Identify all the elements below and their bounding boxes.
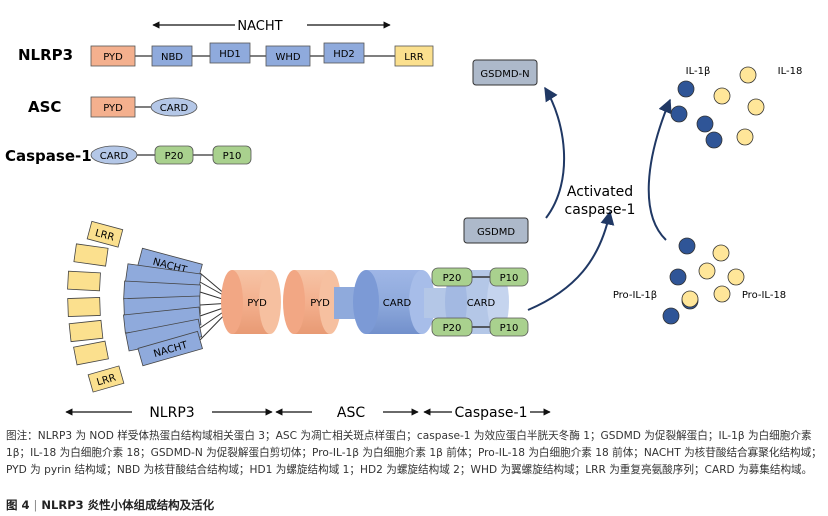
- figure-title: NLRP3 炎性小体组成结构及活化: [41, 498, 215, 512]
- nlrp3-hd1-label: HD1: [219, 49, 241, 60]
- gsdmd-n-label: GSDMD-N: [480, 69, 529, 80]
- nlrp3-pyd-domain: [90, 45, 136, 67]
- nlrp3-label: NLRP3: [18, 46, 73, 64]
- lrr-top-label: LRR: [94, 228, 116, 244]
- asc-pyd-label: PYD: [103, 103, 123, 114]
- nlrp3-whd-domain: [265, 45, 311, 67]
- il1b-label: IL-1β: [686, 66, 711, 77]
- assembly-p10-bottom-label: P10: [500, 323, 519, 334]
- gsdmd-box: [463, 217, 529, 244]
- activated-caspase1-line2: caspase-1: [565, 202, 636, 218]
- activation-arrow: [527, 210, 615, 311]
- assembly-p20-bottom: [431, 317, 473, 337]
- assembly-extent-labels: NLRP3 ASC Caspase-1: [65, 405, 551, 421]
- figure-label: 图 4: [6, 498, 30, 512]
- lrr-bottom-label: LRR: [96, 372, 118, 388]
- caspase1-label: Caspase-1: [5, 147, 92, 165]
- asc-card-cylinder: CARD: [353, 270, 435, 334]
- nlrp3-nbd-domain: [151, 45, 193, 67]
- lrr-fan: LRR LRR: [67, 220, 125, 393]
- caspase1-p10-label: P10: [223, 151, 242, 162]
- nlrp3-lrr-label: LRR: [404, 52, 424, 63]
- card-cylinder-label-2: CARD: [467, 298, 496, 309]
- mature-cytokine-dots: [670, 66, 765, 149]
- assembly-p20-top: [431, 267, 473, 287]
- assembly-p10-bottom: [489, 317, 529, 337]
- nacht-span-label: NACHT: [237, 19, 282, 34]
- caspase1-p20-domain: [154, 145, 194, 165]
- nlrp3-nbd-label: NBD: [161, 52, 183, 63]
- extent-caspase1-label: Caspase-1: [455, 405, 528, 421]
- assembly-p20-bottom-label: P20: [443, 323, 462, 334]
- nlrp3-lrr-domain: [394, 45, 434, 67]
- asc-card-domain: [150, 97, 198, 117]
- pyd-cylinder-label-2: PYD: [310, 298, 330, 309]
- pathway: GSDMD GSDMD-N Activated caspase-1 IL-1β …: [463, 59, 803, 325]
- nlrp3-inflammasome-diagram: NACHT NLRP3 PYD NBD HD1 WHD HD2 LRR ASC …: [5, 19, 803, 421]
- nlrp3-pyd-cylinder: PYD: [221, 270, 281, 334]
- pro-il1b-label: Pro-IL-1β: [613, 290, 657, 301]
- asc-pyd-cylinder: PYD: [283, 270, 341, 334]
- cleavage-arrow-gsdmd: [544, 86, 566, 219]
- nlrp3-hd1-domain: [209, 42, 251, 64]
- nlrp3-hd2-domain: [323, 42, 365, 64]
- extent-nlrp3-label: NLRP3: [149, 405, 194, 421]
- assembly-p10-top-label: P10: [500, 273, 519, 284]
- nacht-fan: NACHT NACHT: [123, 247, 203, 367]
- asc-label: ASC: [28, 98, 61, 116]
- assembly-p20-top-label: P20: [443, 273, 462, 284]
- nlrp3-hd2-label: HD2: [333, 49, 355, 60]
- nlrp3-whd-label: WHD: [275, 52, 300, 63]
- assembly-p10-top: [489, 267, 529, 287]
- caspase1-card-label: CARD: [100, 151, 129, 162]
- inflammasome-assembly: NACHT NACHT LRR LRR: [67, 220, 529, 393]
- nlrp3-pyd-label: PYD: [103, 52, 123, 63]
- asc-domain-map: ASC PYD CARD: [28, 96, 198, 118]
- asc-card-label: CARD: [160, 103, 189, 114]
- caspase1-card-domain: [90, 145, 138, 165]
- pro-il18-label: Pro-IL-18: [742, 290, 786, 301]
- cleavage-arrow-cytokines: [647, 98, 672, 241]
- nlrp3-domain-map: NLRP3 PYD NBD HD1 WHD HD2 LRR: [18, 42, 434, 67]
- asc-pyd-domain: [90, 96, 136, 118]
- extent-asc-label: ASC: [337, 405, 365, 421]
- gsdmd-label: GSDMD: [477, 227, 515, 238]
- card-cylinder-label-1: CARD: [383, 298, 412, 309]
- il18-label: IL-18: [778, 66, 803, 77]
- figure-title-line: 图 4|NLRP3 炎性小体组成结构及活化: [6, 498, 215, 512]
- caspase1-domain-map: Caspase-1 CARD P20 P10: [5, 145, 252, 165]
- gsdmd-n-box: [472, 59, 538, 86]
- figure-caption: 图注：NLRP3 为 NOD 样受体热蛋白结构域相关蛋白 3；ASC 为凋亡相关…: [6, 430, 822, 476]
- caspase1-p20-label: P20: [165, 151, 184, 162]
- pyd-cylinder-label-1: PYD: [247, 298, 267, 309]
- nacht-span-annotation: NACHT: [152, 19, 391, 34]
- activated-caspase1-line1: Activated: [567, 184, 633, 200]
- caspase1-p10-domain: [212, 145, 252, 165]
- precursor-cytokine-dots: [662, 237, 745, 325]
